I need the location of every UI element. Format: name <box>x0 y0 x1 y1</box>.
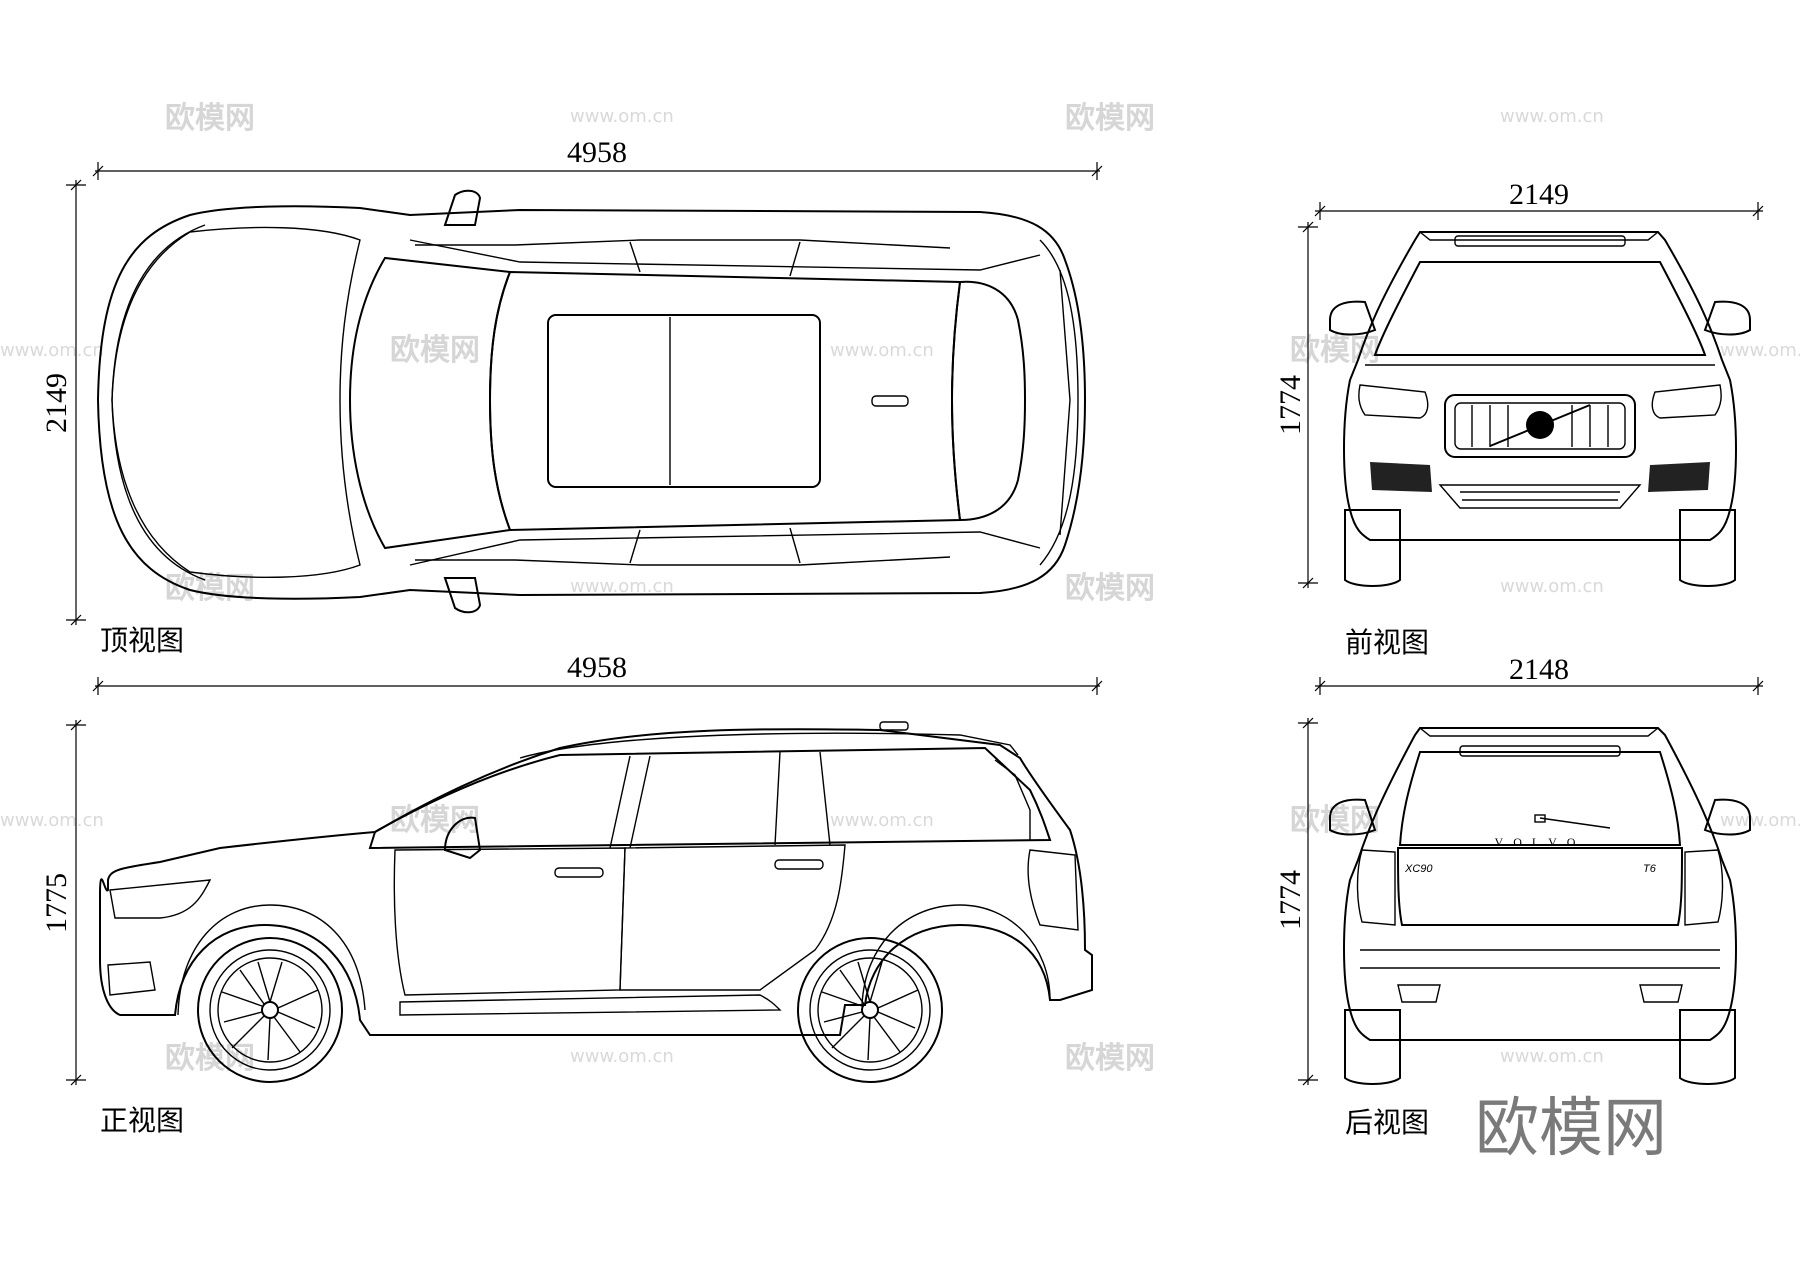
watermark-url: www.om.cn <box>570 576 674 597</box>
rear-model-badge: XC90 <box>1404 863 1433 875</box>
watermark-url: www.om.cn <box>0 810 104 831</box>
side-rear-handle <box>774 859 824 870</box>
rear-tailgate <box>1396 847 1684 926</box>
rear-exhaust-right <box>1639 984 1683 1003</box>
watermark-url: www.om.cn <box>1500 1046 1604 1067</box>
side-length-dimension: 4958 <box>92 651 1103 695</box>
top-view-caption: 顶视图 <box>100 624 184 657</box>
front-view: 2149 1774 <box>1274 178 1764 659</box>
front-headlight-left <box>1358 384 1429 419</box>
rear-wiper <box>1539 817 1611 829</box>
side-headlight <box>109 879 212 919</box>
top-shark-fin <box>871 395 909 407</box>
front-wheel-left <box>1344 509 1401 587</box>
side-height-dimension: 1775 <box>40 719 86 1086</box>
rear-brand-badge: VOLVO <box>1495 835 1586 849</box>
rear-wheel-left <box>1344 1009 1401 1085</box>
side-view: 4958 1775 <box>40 651 1103 1137</box>
front-headlight-right <box>1651 384 1722 419</box>
watermark-brand: 欧模网 <box>1065 571 1155 606</box>
side-rear-door <box>619 844 846 991</box>
side-front-door <box>393 847 626 996</box>
rear-mirror-right <box>1703 798 1751 836</box>
top-mirror-right <box>443 577 482 614</box>
rear-trim-badge: T6 <box>1643 863 1657 875</box>
side-taillight <box>1027 849 1079 931</box>
front-height-dimension: 1774 <box>1274 221 1318 589</box>
rear-height-dimension: 1774 <box>1274 717 1318 1086</box>
front-mirror-left <box>1329 300 1377 336</box>
watermark-url: www.om.cn <box>0 340 104 361</box>
watermark-layer: 欧模网 www.om.cn 欧模网 www.om.cn 欧模网 www.om.c… <box>0 101 1800 1076</box>
side-body-outline <box>99 728 1093 1036</box>
watermark-url: www.om.cn <box>1720 810 1800 831</box>
top-width-dimension: 2149 <box>40 179 86 626</box>
watermark-brand: 欧模网 <box>165 1041 255 1076</box>
front-windshield <box>1373 261 1707 356</box>
rear-body-outline <box>1343 727 1737 1041</box>
rear-taillight-right <box>1684 849 1724 926</box>
front-mirror-right <box>1703 300 1751 336</box>
side-front-wheel <box>197 937 343 1083</box>
front-grille <box>1444 394 1636 458</box>
rear-exhaust-left <box>1397 984 1441 1003</box>
watermark-url: www.om.cn <box>570 1046 674 1067</box>
front-view-caption: 前视图 <box>1345 626 1429 659</box>
top-sunroof <box>547 314 821 488</box>
side-height-label: 1775 <box>40 873 73 933</box>
rear-wheel-right <box>1679 1009 1736 1085</box>
rear-height-label: 1774 <box>1274 870 1307 930</box>
brand-logo: 欧模网 <box>1475 1092 1667 1166</box>
top-mirror-left <box>443 189 482 226</box>
watermark-brand: 欧模网 <box>165 101 255 136</box>
rear-mirror-left <box>1329 798 1377 836</box>
front-wheel-right <box>1679 509 1736 587</box>
top-body-outline <box>96 205 1087 600</box>
side-front-handle <box>554 867 604 878</box>
rear-view: 2148 1774 VOLVO XC90 T6 <box>1274 653 1764 1139</box>
top-view: 4958 2149 <box>40 136 1103 657</box>
side-rear-wheel <box>797 937 943 1083</box>
watermark-url: www.om.cn <box>830 340 934 361</box>
front-width-label: 2149 <box>1509 178 1569 211</box>
watermark-brand: 欧模网 <box>390 333 480 368</box>
watermark-url: www.om.cn <box>830 810 934 831</box>
watermark-url: www.om.cn <box>570 106 674 127</box>
side-mirror <box>443 816 482 860</box>
front-body-outline <box>1343 231 1737 541</box>
rear-width-dimension: 2148 <box>1314 653 1764 695</box>
watermark-url: www.om.cn <box>1720 340 1800 361</box>
watermark-brand: 欧模网 <box>390 803 480 838</box>
watermark-url: www.om.cn <box>1500 106 1604 127</box>
front-fog-left <box>1370 462 1432 492</box>
rear-width-label: 2148 <box>1509 653 1569 686</box>
top-width-label: 2149 <box>40 373 73 433</box>
top-length-dimension: 4958 <box>92 136 1103 180</box>
front-height-label: 1774 <box>1274 375 1307 435</box>
rear-taillight-left <box>1356 849 1396 926</box>
front-fog-right <box>1648 462 1710 492</box>
watermark-brand: 欧模网 <box>1065 1041 1155 1076</box>
side-view-caption: 正视图 <box>100 1104 184 1137</box>
side-length-label: 4958 <box>567 651 627 684</box>
top-hood <box>111 226 361 579</box>
watermark-url: www.om.cn <box>1500 576 1604 597</box>
front-width-dimension: 2149 <box>1314 178 1764 220</box>
watermark-brand: 欧模网 <box>1065 101 1155 136</box>
top-roof <box>488 270 962 532</box>
top-length-label: 4958 <box>567 136 627 169</box>
rear-view-caption: 后视图 <box>1345 1106 1429 1139</box>
rear-window <box>1398 751 1682 846</box>
